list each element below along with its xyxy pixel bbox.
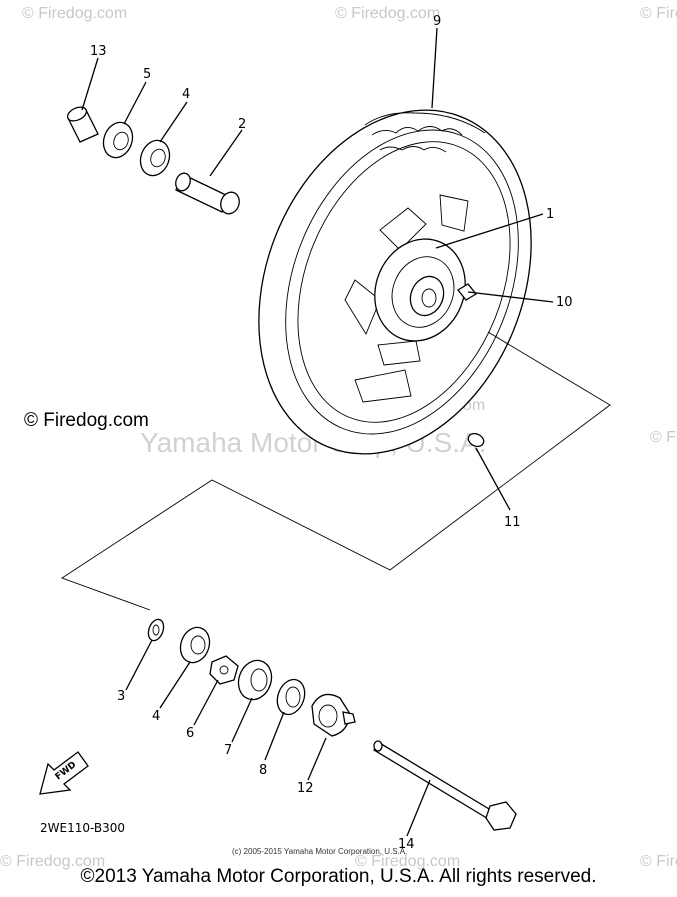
leader-13 xyxy=(81,57,99,111)
leader-8 xyxy=(264,711,285,761)
watermark-top-left: © Firedog.com xyxy=(22,5,127,22)
callout-9: 9 xyxy=(433,14,441,29)
leader-11 xyxy=(475,447,511,511)
leader-6 xyxy=(193,679,219,726)
meter-gear-12 xyxy=(311,693,356,737)
callout-8: 8 xyxy=(259,763,267,778)
bearing-4-bottom xyxy=(179,626,211,664)
small-copyright: (c) 2005-2015 Yamaha Motor Corporation, … xyxy=(232,847,407,856)
leader-14 xyxy=(406,779,431,837)
leader-2 xyxy=(209,129,243,177)
leader-4-bottom xyxy=(159,661,191,709)
callout-2: 2 xyxy=(238,117,246,132)
callout-4-bottom: 4 xyxy=(152,709,160,724)
callout-4-top: 4 xyxy=(182,87,190,102)
spacer-13 xyxy=(66,106,99,143)
footer-copyright: ©2013 Yamaha Motor Corporation, U.S.A. A… xyxy=(80,866,597,887)
firedog-watermark: © Firedog.com xyxy=(24,410,149,431)
watermark-top-center: © Firedog.com xyxy=(335,5,440,22)
assembly-outline xyxy=(61,331,611,611)
oil-seal-8 xyxy=(276,678,306,716)
bearing-4-top xyxy=(139,139,171,177)
leader-1 xyxy=(435,213,544,249)
watermark-bottom-center: © Firedog.com xyxy=(355,853,460,870)
wheel-assembly xyxy=(258,109,532,455)
watermark-bottom-right: © Firedog.com xyxy=(640,853,677,870)
callout-12: 12 xyxy=(297,781,314,796)
callout-6: 6 xyxy=(186,726,194,741)
callout-3: 3 xyxy=(117,689,125,704)
callout-13: 13 xyxy=(90,44,107,59)
collar-2 xyxy=(175,172,240,215)
leader-4-top xyxy=(159,101,188,143)
spacer-3 xyxy=(147,618,165,642)
watermark-bottom-left: © Firedog.com xyxy=(0,853,105,870)
callout-14: 14 xyxy=(398,837,415,852)
diagram-code: 2WE110-B300 xyxy=(40,821,125,835)
leader-10 xyxy=(467,291,554,303)
leader-5 xyxy=(123,81,147,125)
leader-3 xyxy=(125,639,153,691)
leader-7 xyxy=(231,697,253,743)
leader-12 xyxy=(307,737,327,781)
callout-1: 1 xyxy=(546,207,554,222)
retainer-6 xyxy=(209,655,239,685)
callout-10: 10 xyxy=(556,295,573,310)
callout-5: 5 xyxy=(143,67,151,82)
oil-seal-5 xyxy=(102,121,134,159)
fwd-arrow-icon: FWD xyxy=(39,751,89,795)
watermark-mid-right: © Firedog.com xyxy=(650,429,677,446)
callout-7: 7 xyxy=(224,743,232,758)
watermark-top-right: © Firedog.com xyxy=(640,5,677,22)
callout-11: 11 xyxy=(504,515,521,530)
gear-unit-7 xyxy=(237,659,273,701)
leader-9 xyxy=(431,27,438,109)
axle-14 xyxy=(373,740,517,831)
